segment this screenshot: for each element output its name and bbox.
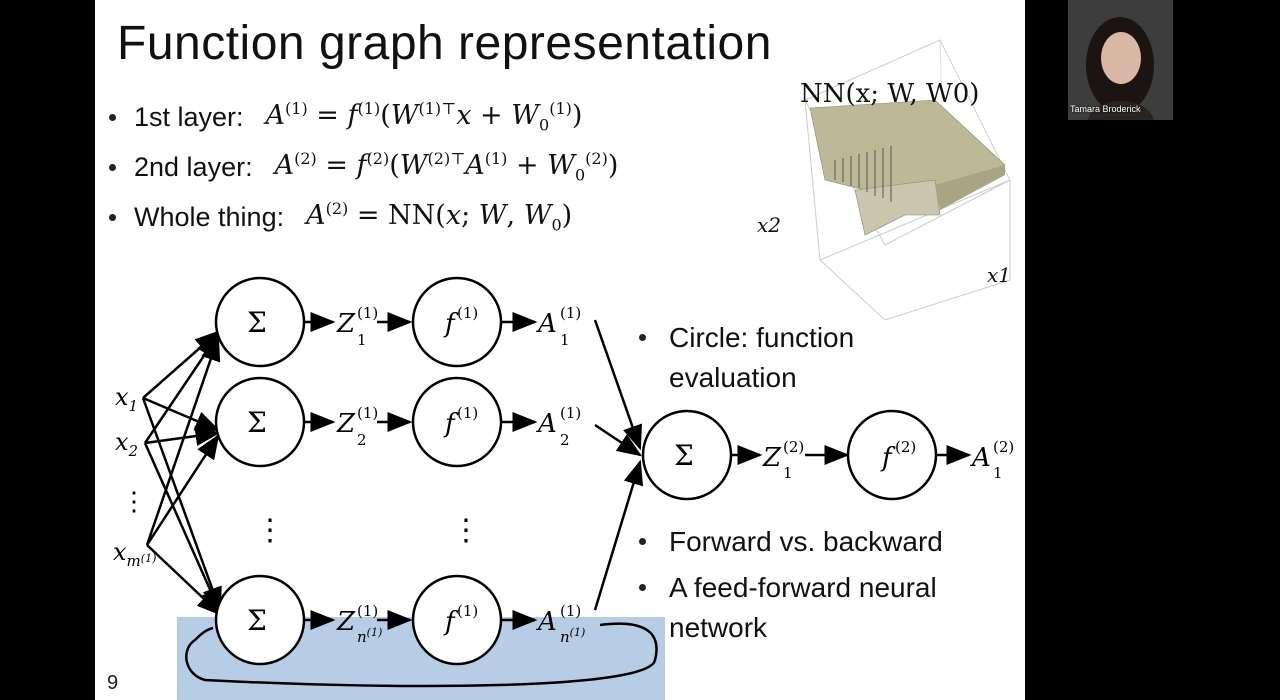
participant-avatar [1068, 0, 1173, 120]
svg-text:Z: Z [336, 409, 356, 439]
input-edges [141, 330, 222, 616]
bullet-label: 1st layer: [134, 101, 244, 132]
sum-node [641, 409, 733, 501]
formula-first-layer: A(1) = f(1)(W(1)⊤x + W0(1)) [265, 99, 583, 135]
page-number: 9 [107, 672, 119, 694]
surface-plot: NN(x; W, W0) x2 x1 [757, 39, 1011, 320]
bullet-dot [109, 213, 116, 221]
svg-text:Z: Z [762, 443, 782, 473]
plot-title: NN(x; W, W0) [800, 79, 979, 109]
svg-text:Z: Z [336, 607, 356, 637]
sum-node [214, 574, 306, 666]
sum-node [214, 276, 306, 368]
svg-text:(1): (1) [457, 304, 478, 322]
bullet-circle: Circle: function evaluation [635, 318, 943, 398]
input-x2: x2 [115, 428, 138, 460]
sum-symbol: Σ [247, 604, 267, 637]
a-label: A [536, 309, 557, 339]
bullet-label: Whole thing: [134, 201, 285, 232]
svg-text:n(1): n(1) [560, 626, 585, 646]
svg-text:1: 1 [993, 464, 1003, 482]
z-label: Z [336, 309, 356, 339]
layer-2-edges [593, 319, 644, 611]
formula-whole-thing: A(2) = NN(x; W, W0) [306, 199, 573, 235]
slide: Function graph representation 1st layer:… [95, 0, 1025, 700]
output-row: Σ Z (2) 1 f (2) A (2) 1 [641, 409, 1014, 501]
svg-text:(1): (1) [457, 404, 478, 422]
row-2: Σ Z (1) 2 f (1) A (1) 2 [214, 376, 581, 468]
svg-text:(1): (1) [457, 602, 478, 620]
row-n: Σ Z (1) n(1) f (1) A (1) n(1) [214, 574, 585, 666]
svg-text:(1): (1) [560, 404, 581, 422]
bullet-forward-backward: Forward vs. backward [635, 522, 943, 562]
bullet-dot [109, 163, 116, 171]
network-diagram: Σ Z (1) 1 f (1) A (1) 1 Σ Z (1) 2 f (1) [113, 276, 1014, 688]
right-bullets: Circle: function evaluation Forward vs. … [635, 318, 943, 648]
input-vdots: ⋮ [121, 487, 147, 517]
svg-text:1: 1 [783, 464, 793, 482]
svg-text:(1): (1) [357, 404, 378, 422]
sum-symbol: Σ [247, 406, 267, 439]
bullet-feed-forward: A feed-forward neural network [635, 568, 943, 648]
formula-second-layer: A(2) = f(2)(W(2)⊤A(1) + W0(2)) [274, 149, 619, 185]
slide-title: Function graph representation [117, 17, 772, 70]
participant-video[interactable]: Tamara Broderick [1068, 0, 1173, 120]
vdots: ⋮ [451, 513, 481, 548]
svg-text:A: A [536, 607, 557, 637]
bullet-second-layer: 2nd layer: A(2) = f(2)(W(2)⊤A(1) + W0(2)… [109, 142, 618, 192]
svg-text:(2): (2) [783, 438, 804, 456]
plot-x2-label: x2 [757, 213, 781, 237]
svg-text:(2): (2) [895, 438, 916, 456]
svg-text:(1): (1) [357, 304, 378, 322]
participant-name: Tamara Broderick [1070, 104, 1141, 114]
activation-node [411, 376, 503, 468]
annotation-loop [185, 622, 658, 688]
svg-text:A: A [970, 443, 991, 473]
sum-symbol: Σ [247, 306, 267, 339]
sum-symbol: Σ [674, 439, 694, 472]
vdots: ⋮ [255, 513, 285, 548]
svg-text:(1): (1) [560, 304, 581, 322]
svg-text:(1): (1) [560, 602, 581, 620]
bullet-dot [109, 113, 116, 121]
sum-node [214, 376, 306, 468]
input-x1: x1 [115, 383, 138, 415]
svg-text:2: 2 [560, 431, 570, 449]
formula-bullets: 1st layer: A(1) = f(1)(W(1)⊤x + W0(1)) 2… [109, 92, 618, 242]
row-1: Σ Z (1) 1 f (1) A (1) 1 [214, 276, 581, 368]
activation-node [411, 276, 503, 368]
svg-text:n(1): n(1) [357, 626, 382, 646]
svg-text:1: 1 [357, 331, 367, 349]
svg-text:1: 1 [560, 331, 570, 349]
bullet-label: 2nd layer: [134, 151, 253, 182]
svg-text:2: 2 [357, 431, 367, 449]
bullet-first-layer: 1st layer: A(1) = f(1)(W(1)⊤x + W0(1)) [109, 92, 618, 142]
svg-text:(1): (1) [357, 602, 378, 620]
activation-node [411, 574, 503, 666]
bullet-whole-thing: Whole thing: A(2) = NN(x; W, W0) [109, 192, 618, 242]
activation-node [846, 409, 938, 501]
svg-text:A: A [536, 409, 557, 439]
plot-x1-label: x1 [987, 263, 1011, 287]
svg-text:(2): (2) [993, 438, 1014, 456]
